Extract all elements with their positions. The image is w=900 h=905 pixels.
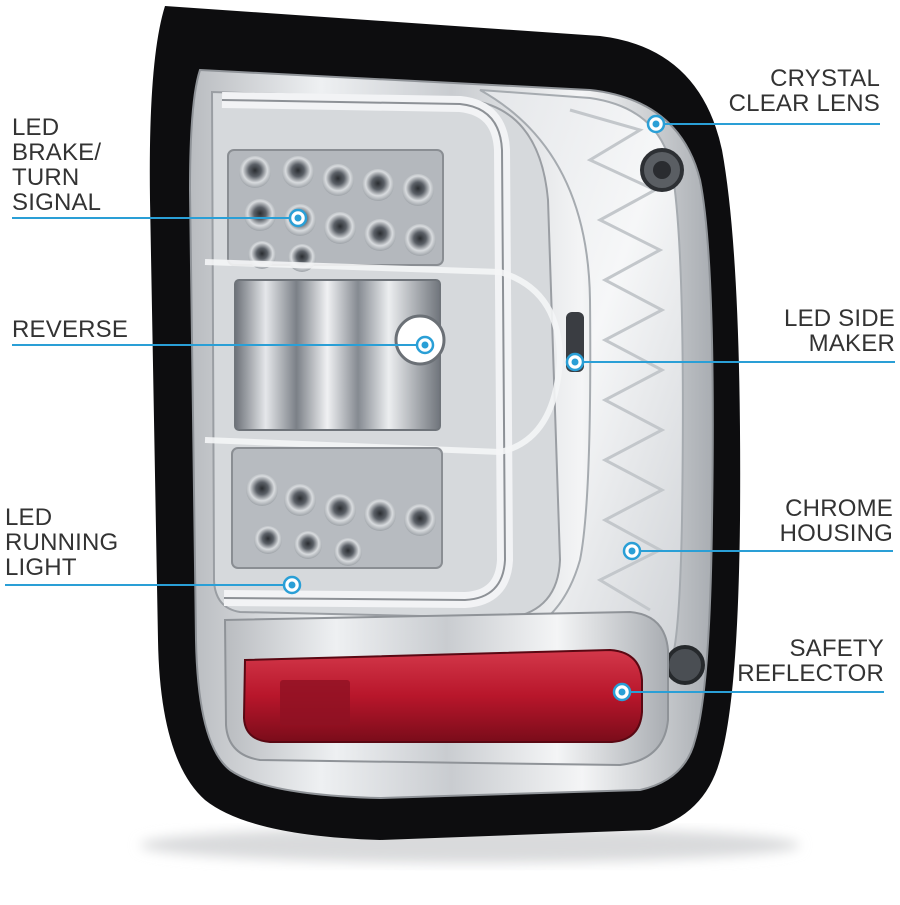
callout-dot-core-chrome-housing <box>628 547 636 555</box>
label-led-side-maker: LED SIDE MAKER <box>784 305 895 357</box>
callout-lines <box>5 114 895 702</box>
lower-lens-rib <box>204 359 563 456</box>
callout-dot-core-crystal-clear-lens <box>652 120 660 128</box>
callout-dot-core-reverse <box>421 341 429 349</box>
callout-dot-core-led-brake-turn-signal <box>294 214 302 222</box>
label-led-brake-turn-signal: LED BRAKE/ TURN SIGNAL <box>12 114 102 216</box>
label-reverse: REVERSE <box>12 316 129 343</box>
bottom-mounting-bolt <box>665 645 705 685</box>
ground-shadow <box>140 827 800 863</box>
label-crystal-clear-lens: CRYSTAL CLEAR LENS <box>728 65 880 117</box>
label-safety-reflector: SAFETY REFLECTOR <box>737 635 884 687</box>
callout-dot-core-led-side-maker <box>571 358 579 366</box>
lower-led-array <box>246 474 436 566</box>
callout-dot-core-safety-reflector <box>618 688 626 696</box>
label-led-running-light: LED RUNNING LIGHT <box>5 504 119 581</box>
label-chrome-housing: CHROME HOUSING <box>779 495 893 547</box>
lens-zigzag <box>569 108 666 612</box>
callout-dot-core-led-running-light <box>288 581 296 589</box>
upper-lens-rib <box>204 259 563 361</box>
